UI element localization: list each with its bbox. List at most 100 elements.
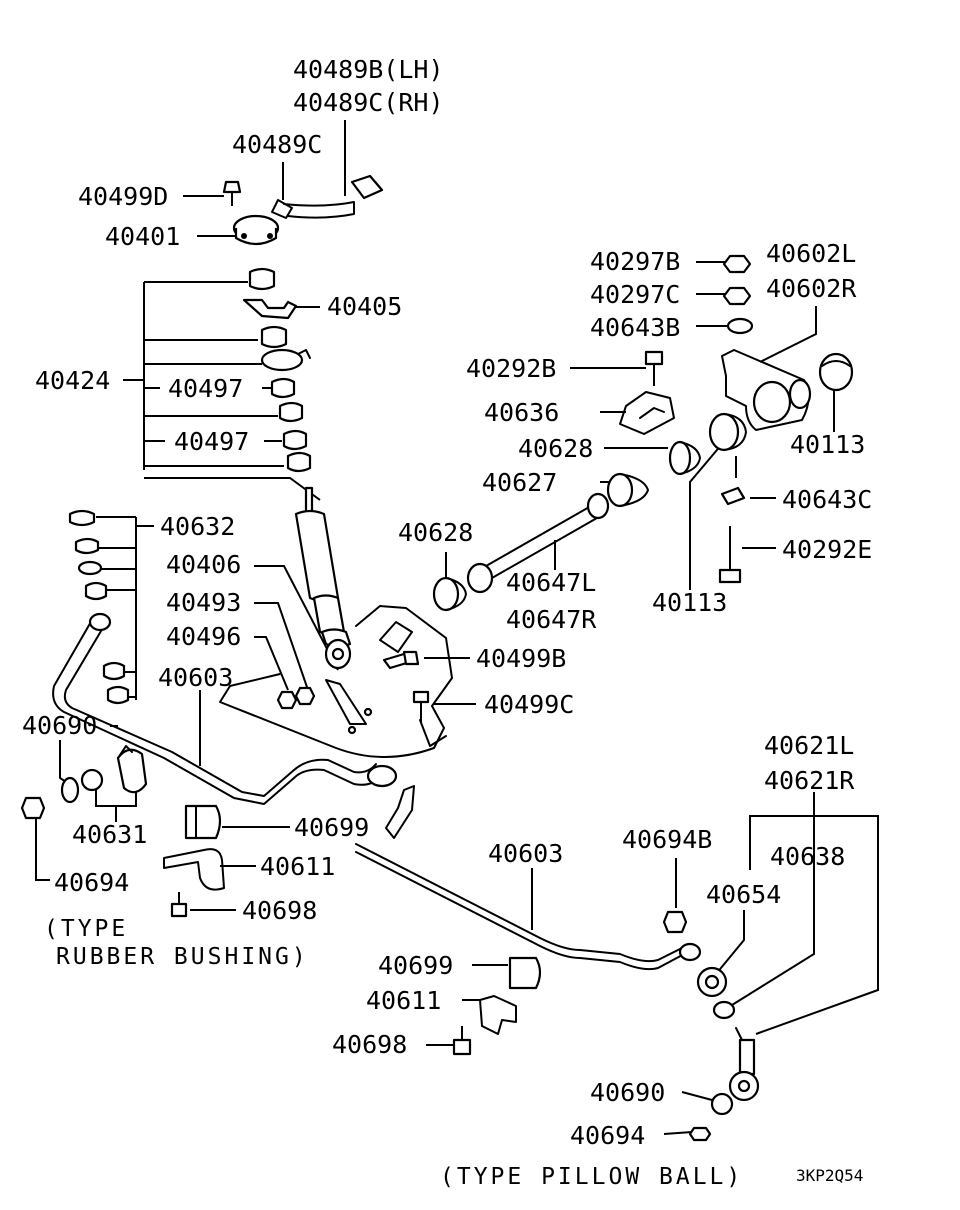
end-link-left — [385, 785, 415, 839]
label-40627: 40627 — [482, 468, 557, 497]
label-40694b: 40694B — [622, 825, 712, 854]
label-40698-a: 40698 — [242, 896, 317, 925]
label-40113-a: 40113 — [790, 430, 865, 459]
stabilizer-bar-right — [355, 843, 691, 971]
label-40611-a: 40611 — [260, 852, 335, 881]
clamp-40611-right — [479, 995, 517, 1035]
parts-drawings — [20, 174, 854, 1142]
label-40638: 40638 — [770, 842, 845, 871]
label-40292e: 40292E — [782, 535, 872, 564]
label-40690-b: 40690 — [590, 1078, 665, 1107]
label-40628-a: 40628 — [518, 434, 593, 463]
clamp-40611-left — [163, 848, 225, 891]
label-40603-b: 40603 — [488, 839, 563, 868]
label-40292b: 40292B — [466, 354, 556, 383]
bolt-40292e — [718, 526, 742, 584]
caption-pillow-ball: (TYPE PILLOW BALL) — [440, 1164, 743, 1190]
bushing-stack-40632 — [68, 509, 130, 705]
shock-absorber — [294, 486, 352, 670]
bracket-40636 — [619, 391, 675, 435]
shock-upper-stack — [242, 267, 312, 473]
nut-40297c — [722, 286, 752, 306]
label-40602l: 40602L — [766, 239, 856, 268]
label-40632: 40632 — [160, 512, 235, 541]
bar-eye-right — [678, 942, 702, 962]
stabilizer-bar-left — [52, 612, 398, 805]
nut-40694-right — [688, 1126, 712, 1142]
label-40499b: 40499B — [476, 644, 566, 673]
bushing-40699-left — [184, 804, 222, 840]
label-40497-b: 40497 — [174, 427, 249, 456]
collar-40631 — [80, 768, 104, 792]
label-40297c: 40297C — [590, 280, 680, 309]
nut-40493 — [294, 686, 316, 706]
label-40621l: 40621L — [764, 731, 854, 760]
bushing-40631 — [116, 745, 148, 794]
label-40499d: 40499D — [78, 182, 168, 211]
label-40493: 40493 — [166, 588, 241, 617]
label-40499c: 40499C — [484, 690, 574, 719]
bolt-40499b — [382, 650, 420, 670]
label-40405: 40405 — [327, 292, 402, 321]
label-40621r: 40621R — [764, 766, 855, 795]
label-40631: 40631 — [72, 820, 147, 849]
label-40647r: 40647R — [506, 605, 597, 634]
diagram-code: 3KP2Q54 — [796, 1166, 863, 1185]
bolt-40698-left — [170, 892, 188, 918]
bushing-40627 — [606, 472, 649, 508]
label-40690-a: 40690 — [22, 711, 97, 740]
bushing-40113-lower — [708, 412, 747, 452]
bushing-40113-upper — [818, 352, 854, 392]
label-40489c: 40489C — [232, 130, 322, 159]
label-40603-a: 40603 — [158, 663, 233, 692]
label-40694-b: 40694 — [570, 1121, 645, 1150]
harness-connector — [271, 174, 384, 219]
caption-rubber-type: (TYPE — [44, 916, 128, 942]
bracket-40602 — [721, 349, 812, 431]
label-40654: 40654 — [706, 880, 781, 909]
label-40602r: 40602R — [766, 274, 857, 303]
label-40699-b: 40699 — [378, 951, 453, 980]
bushing-40628-upper — [668, 440, 701, 476]
label-40643c: 40643C — [782, 485, 872, 514]
washer-40643c — [720, 486, 746, 506]
label-40401: 40401 — [105, 222, 180, 251]
label-40643b: 40643B — [590, 313, 680, 342]
nut-40694-left — [20, 796, 46, 820]
label-40424: 40424 — [35, 366, 110, 395]
bushing-40699-right — [508, 956, 542, 990]
washer-40643b — [726, 317, 754, 335]
label-40489b-lh: 40489B(LH) — [293, 55, 444, 84]
rod-40647 — [466, 492, 610, 594]
nut-40496 — [276, 690, 298, 710]
label-40406: 40406 — [166, 550, 241, 579]
sensor-40401 — [232, 214, 280, 246]
caption-rubber-bushing: RUBBER BUSHING) — [56, 944, 309, 970]
nut-40694b — [662, 910, 688, 934]
washer-40690-left — [60, 776, 80, 804]
label-40497-a: 40497 — [168, 374, 243, 403]
frame-bracket — [219, 605, 453, 758]
bolt-40499d — [222, 180, 242, 206]
bolt-40698-right — [452, 1026, 472, 1056]
washer-40690-right — [710, 1092, 734, 1116]
label-40636: 40636 — [484, 398, 559, 427]
pillow-ball-link — [696, 966, 760, 1102]
label-40489c-rh: 40489C(RH) — [293, 88, 444, 117]
part-labels: 40489B(LH) 40489C(RH) 40489C 40499D 4040… — [22, 55, 872, 1150]
label-40113-b: 40113 — [652, 588, 727, 617]
label-40611-b: 40611 — [366, 986, 441, 1015]
bolt-40292b — [644, 350, 664, 386]
label-40694-a: 40694 — [54, 868, 129, 897]
label-40628-b: 40628 — [398, 518, 473, 547]
label-40496: 40496 — [166, 622, 241, 651]
leader-lines — [35, 120, 879, 1135]
bolt-40499c — [412, 690, 430, 722]
label-40647l: 40647L — [506, 568, 596, 597]
label-40699-a: 40699 — [294, 813, 369, 842]
bushing-40628-lower — [432, 576, 467, 612]
captions: (TYPE RUBBER BUSHING) (TYPE PILLOW BALL)… — [44, 916, 863, 1190]
label-40297b: 40297B — [590, 247, 680, 276]
nut-40297b — [722, 254, 752, 274]
